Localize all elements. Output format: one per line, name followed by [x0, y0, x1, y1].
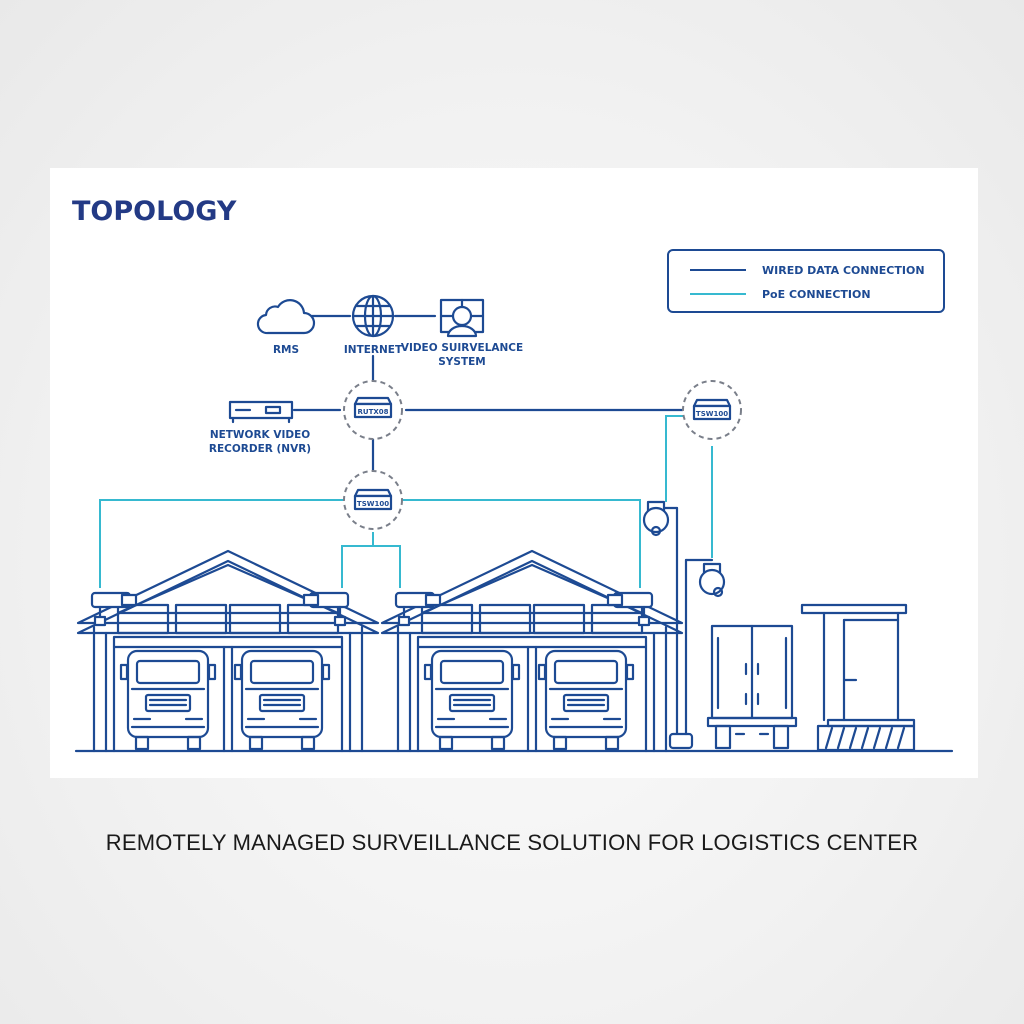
switch-side-node: TSW100 [682, 380, 742, 440]
switch-main-label: TSW100 [357, 500, 389, 508]
nvr-icon [228, 400, 294, 424]
video-surveillance-node: VIDEO SUIRVELANCE SYSTEM [401, 298, 523, 368]
wired-connections [292, 314, 712, 472]
router-node: RUTX08 [343, 380, 403, 440]
router-label: RUTX08 [358, 408, 389, 416]
caption: REMOTELY MANAGED SURVEILLANCE SOLUTION F… [105, 830, 919, 855]
rms-label: RMS [273, 344, 299, 356]
warehouse-icon [382, 551, 682, 751]
vss-label-line1: VIDEO SUIRVELANCE [401, 342, 523, 354]
legend-wired-label: WIRED DATA CONNECTION [762, 264, 925, 277]
topology-card: TOPOLOGY WIRED DATA CONNECTION PoE CONNE… [50, 168, 978, 778]
switch-side-label: TSW100 [696, 410, 728, 418]
ptz-pole [642, 500, 726, 750]
poe-connections [99, 415, 713, 588]
switch-main-node: TSW100 [343, 470, 403, 530]
rms-node: RMS [256, 299, 316, 356]
nvr-label-line1: NETWORK VIDEO [210, 429, 310, 441]
warehouse-icon [78, 551, 378, 751]
globe-icon [351, 294, 395, 338]
trailer-icon [706, 624, 798, 750]
switch-icon [353, 488, 393, 511]
cloud-icon [256, 299, 316, 335]
nvr-label-line2: RECORDER (NVR) [209, 443, 311, 455]
switch-icon [692, 398, 732, 421]
topology-diagram: TOPOLOGY WIRED DATA CONNECTION PoE CONNE… [72, 196, 954, 753]
monitor-user-icon [439, 298, 485, 338]
ptz-dome-camera-icon [642, 500, 670, 537]
legend-poe-label: PoE CONNECTION [762, 288, 871, 301]
ptz-dome-camera-icon [698, 562, 726, 598]
legend: WIRED DATA CONNECTION PoE CONNECTION [667, 249, 945, 313]
diagram-title: TOPOLOGY [72, 196, 237, 227]
gate-icon [800, 603, 916, 752]
internet-label: INTERNET [344, 344, 403, 356]
router-icon [353, 396, 393, 419]
nvr-node: NETWORK VIDEO RECORDER (NVR) [209, 400, 311, 455]
vss-label-line2: SYSTEM [438, 356, 486, 368]
internet-node: INTERNET [344, 294, 403, 356]
